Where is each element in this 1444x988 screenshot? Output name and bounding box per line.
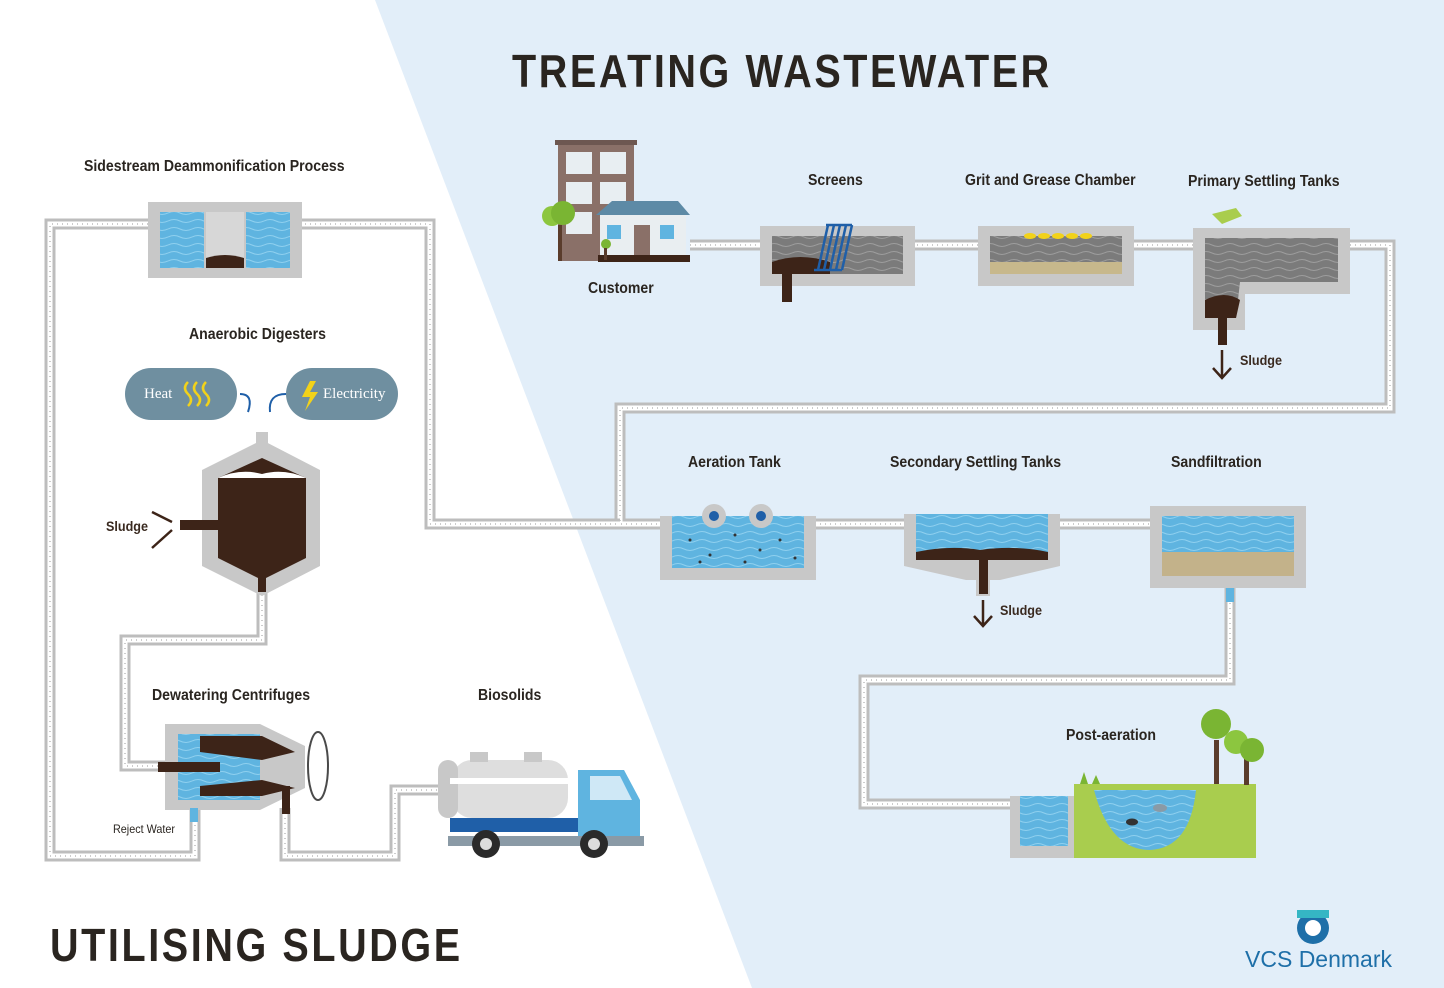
heat-label: Heat xyxy=(144,386,173,402)
wastewater-pipes xyxy=(614,239,1396,810)
stage-customer: Customer xyxy=(588,280,654,297)
reject-water-label: Reject Water xyxy=(113,822,176,836)
brand-name-b: Denmark xyxy=(1298,946,1392,972)
anaerobic-digester xyxy=(151,393,320,596)
aeration-tank xyxy=(660,504,816,580)
lightning-icon xyxy=(302,381,318,411)
stage-digesters: Anaerobic Digesters xyxy=(189,326,326,343)
secondary-settling-tank xyxy=(904,514,1060,628)
sandfiltration-tank xyxy=(1150,506,1306,602)
stage-sandfiltration: Sandfiltration xyxy=(1171,454,1262,471)
electricity-pill xyxy=(286,368,398,420)
customer-building xyxy=(542,140,690,262)
heat-icon xyxy=(183,381,211,407)
electricity-label: Electricity xyxy=(323,386,386,402)
treating-title: TREATING WASTEWATER xyxy=(512,45,1052,97)
vcs-logo xyxy=(1297,910,1329,944)
stage-biosolids: Biosolids xyxy=(478,687,542,704)
dewatering-centrifuge xyxy=(158,724,329,822)
stage-centrifuges: Dewatering Centrifuges xyxy=(152,687,311,704)
grit-grease-tank xyxy=(978,226,1134,286)
stage-primary: Primary Settling Tanks xyxy=(1188,173,1340,190)
heat-pill xyxy=(125,368,237,420)
stage-screens: Screens xyxy=(808,172,863,189)
primary-settling-tank xyxy=(1193,208,1350,380)
sludge-label-primary: Sludge xyxy=(1240,352,1283,368)
brand-name-a: VCS xyxy=(1245,946,1293,972)
sludge-label-digester: Sludge xyxy=(106,518,149,534)
screens-tank xyxy=(760,223,915,302)
tree-icon xyxy=(1201,709,1264,785)
stage-sidestream: Sidestream Deammonification Process xyxy=(84,158,345,175)
sludge-label-secondary: Sludge xyxy=(1000,602,1043,618)
stage-post-aeration: Post-aeration xyxy=(1066,727,1156,744)
stage-aeration: Aeration Tank xyxy=(688,454,781,471)
sludge-pipes xyxy=(44,218,620,862)
brand-name: VCS Denmark xyxy=(1245,946,1392,973)
stage-grit: Grit and Grease Chamber xyxy=(965,172,1136,189)
aerator-icon xyxy=(702,504,773,528)
sidestream-tank xyxy=(148,202,302,278)
biosolids-truck xyxy=(438,752,644,858)
utilising-title: UTILISING SLUDGE xyxy=(50,919,463,971)
stage-secondary: Secondary Settling Tanks xyxy=(890,454,1062,471)
post-aeration-pond xyxy=(1010,709,1264,858)
